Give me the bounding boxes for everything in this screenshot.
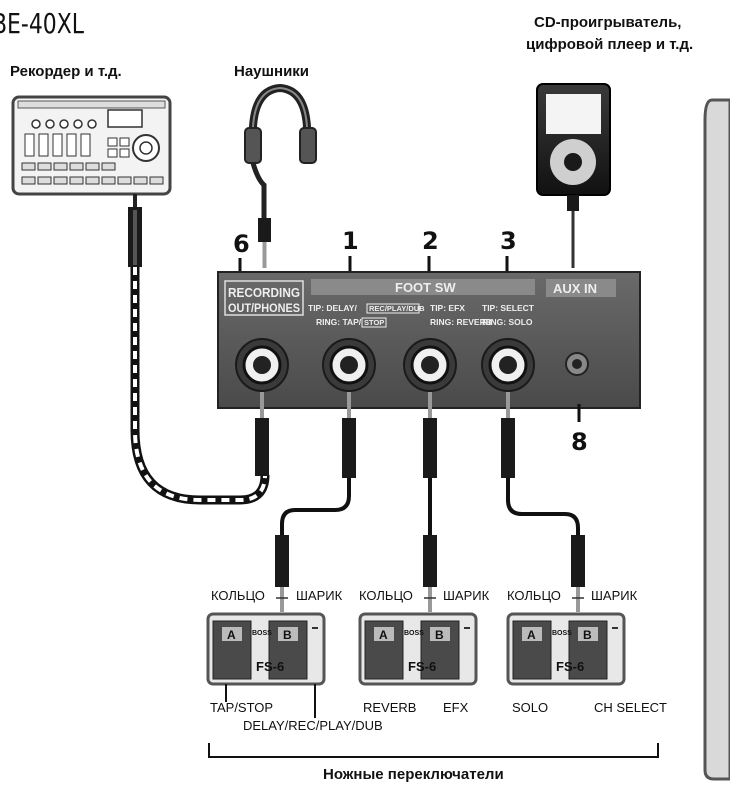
footswitches-bracket	[208, 743, 659, 758]
pedal1-a-function: TAP/STOP	[210, 700, 273, 715]
jack2-ring-label: RING: REVERB	[430, 317, 492, 327]
jack1-ring-boxed-label: STOP	[364, 318, 384, 327]
pedal2-plug	[423, 535, 437, 612]
recording-out-plug	[255, 392, 269, 476]
pedal3-model: FS-6	[556, 659, 584, 674]
pedal1-brand: BOSS	[252, 630, 272, 637]
pedal1-button-a: A	[227, 628, 236, 642]
model-title: BE-40XL	[0, 7, 84, 40]
recording-out-label-line2: OUT/PHONES	[228, 301, 300, 315]
cd-player-label-line1: CD-проигрыватель,	[534, 14, 681, 31]
pedal1-plug	[275, 535, 289, 612]
pedal3-plug	[571, 535, 585, 612]
jack1-plug	[342, 392, 356, 478]
pedal2-tip-label: ШАРИК	[443, 588, 490, 603]
pedal3-button-a: A	[527, 628, 536, 642]
aux-in-label: AUX IN	[553, 281, 597, 296]
pedal2-brand: BOSS	[404, 630, 424, 637]
jack2-tip-label: TIP: EFX	[430, 303, 465, 313]
foot-sw-label: FOOT SW	[395, 280, 456, 295]
callout-8: 8	[571, 428, 588, 456]
jack3-plug	[501, 392, 515, 478]
recorder-icon	[11, 95, 172, 196]
callout-3: 3	[500, 227, 517, 255]
jack2-plug	[423, 392, 437, 478]
jack1-tip-label: TIP: DELAY/	[308, 303, 357, 313]
jack3-ring-label: RING: SOLO	[482, 317, 533, 327]
pedal1-model: FS-6	[256, 659, 284, 674]
callout-2: 2	[422, 227, 439, 255]
headphones-icon	[244, 83, 317, 268]
cable-to-pedal3	[506, 478, 580, 535]
pedal3-a-function: SOLO	[512, 700, 548, 715]
footswitch-pedal-2: A B BOSS FS-6	[358, 612, 478, 686]
pedal3-brand: BOSS	[552, 630, 572, 637]
jack1-tip-boxed-label: REC/PLAY/DUB	[369, 304, 425, 313]
pedal3-b-function: CH SELECT	[594, 700, 667, 715]
pedal2-button-b: B	[435, 628, 444, 642]
footswitch-pedal-1: A B BOSS FS-6	[206, 612, 326, 686]
pedal3-button-b: B	[583, 628, 592, 642]
jack1-ring-label: RING: TAP/	[316, 317, 362, 327]
pedal2-button-a: A	[379, 628, 388, 642]
foot-sw-jack-1	[322, 338, 376, 392]
pedal2-ring-label: КОЛЬЦО	[359, 588, 413, 603]
footswitch-pedal-3: A B BOSS FS-6	[506, 612, 626, 686]
cd-player-label-line2: цифровой плеер и т.д.	[526, 36, 693, 53]
pedal1-button-b: B	[283, 628, 292, 642]
aux-in-jack	[565, 352, 589, 376]
pedal1-ring-label: КОЛЬЦО	[211, 588, 265, 603]
recording-out-jack	[235, 338, 289, 392]
be40xl-rear-panel: RECORDING OUT/PHONES FOOT SW AUX IN TIP:…	[217, 271, 641, 409]
headphones-label: Наушники	[234, 63, 309, 80]
pedal1-b-function: DELAY/REC/PLAY/DUB	[243, 718, 383, 733]
cd-player-icon	[536, 83, 611, 268]
recorder-label: Рекордер и т.д.	[10, 63, 122, 80]
pedal1-tip-label: ШАРИК	[296, 588, 343, 603]
callout-1: 1	[342, 227, 359, 255]
recording-out-label-line1: RECORDING	[228, 285, 300, 300]
cable-to-pedal1	[280, 478, 351, 535]
pedal2-a-function: REVERB	[363, 700, 416, 715]
pedal2-model: FS-6	[408, 659, 436, 674]
jack3-tip-label: TIP: SELECT	[482, 303, 535, 313]
foot-sw-jack-3	[481, 338, 535, 392]
pedal2-b-function: EFX	[443, 700, 469, 715]
callout-6: 6	[233, 230, 250, 258]
side-panel	[703, 98, 730, 781]
pedal3-tip-label: ШАРИК	[591, 588, 638, 603]
foot-sw-jack-2	[403, 338, 457, 392]
recorder-plug	[128, 194, 142, 267]
footswitches-caption: Ножные переключатели	[323, 766, 504, 783]
pedal3-ring-label: КОЛЬЦО	[507, 588, 561, 603]
